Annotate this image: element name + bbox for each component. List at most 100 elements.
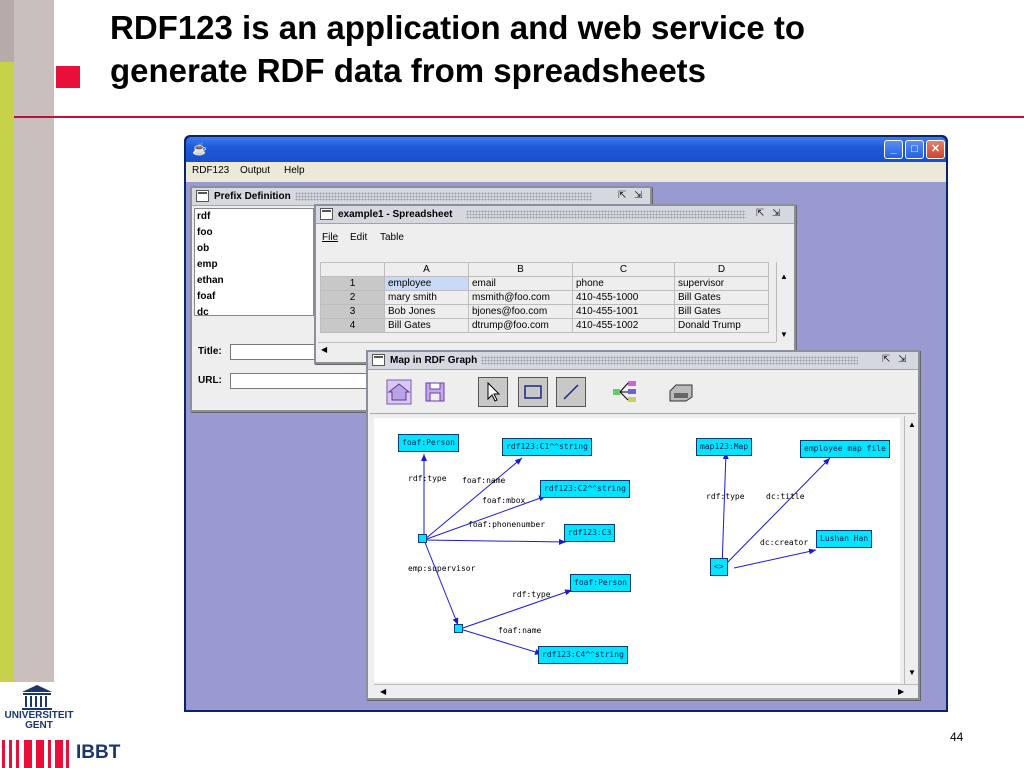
table-row: 4 Bill Gates dtrump@foo.com 410-455-1002…	[320, 318, 769, 333]
maximize-icon[interactable]: ⇲	[772, 208, 781, 219]
table-cell[interactable]: mary smith	[384, 290, 469, 305]
frame-icon	[320, 208, 333, 220]
graph-node[interactable]: rdf123:C4^^string	[538, 646, 628, 664]
graph-node[interactable]: Lushan Han	[816, 530, 873, 548]
list-item[interactable]: dc	[197, 307, 209, 318]
scroll-up-icon[interactable]: ▲	[780, 272, 788, 281]
maximize-icon[interactable]: ⇲	[898, 354, 907, 365]
graph-edge	[721, 451, 729, 569]
list-item[interactable]: foaf	[197, 291, 216, 302]
table-cell[interactable]: dtrump@foo.com	[468, 318, 573, 333]
table-cell[interactable]: 410-455-1001	[572, 304, 675, 319]
menu-output[interactable]: Output	[240, 165, 271, 176]
menu-file[interactable]: File	[322, 232, 339, 243]
scroll-left-icon[interactable]: ◀	[380, 687, 387, 696]
row-number[interactable]: 1	[320, 276, 385, 291]
slide-title-line2: generate RDF data from spreadsheets	[110, 52, 707, 89]
rectangle-tool-icon[interactable]	[518, 377, 548, 407]
frame-title: Prefix Definition	[214, 191, 295, 202]
frame-titlebar[interactable]: example1 - Spreadsheet ⇱ ⇲	[316, 206, 794, 224]
maximize-icon[interactable]: ⇲	[634, 190, 643, 201]
graph-edge	[423, 495, 547, 541]
graph-node[interactable]: employee map file	[800, 440, 890, 458]
graph-node[interactable]: rdf123:C1^^string	[502, 438, 592, 456]
row-number[interactable]: 3	[320, 304, 385, 319]
save-icon[interactable]	[420, 377, 450, 407]
window-titlebar[interactable]: ☕ _ □ ✕	[186, 137, 946, 162]
line-tool-icon[interactable]	[556, 377, 586, 407]
minimize-button[interactable]: _	[884, 140, 903, 159]
graph-node[interactable]: <>	[710, 558, 728, 576]
list-item[interactable]: ob	[197, 243, 210, 254]
title-divider	[14, 116, 1024, 118]
table-cell[interactable]: employee	[384, 276, 469, 291]
java-icon: ☕	[192, 142, 207, 156]
spreadsheet-frame: example1 - Spreadsheet ⇱ ⇲ File Edit Tab…	[314, 204, 796, 364]
table-cell[interactable]: email	[468, 276, 573, 291]
prefix-list: rdf foo ob emp ethan foaf dc	[194, 208, 314, 318]
graph-edge	[459, 589, 573, 630]
vertical-scrollbar[interactable]: ▲ ▼	[776, 262, 790, 342]
table-cell[interactable]: Bill Gates	[674, 304, 769, 319]
decor-strip-green	[0, 62, 14, 682]
graph-canvas[interactable]: foaf:Person rdf123:C1^^string rdf123:C2^…	[374, 418, 900, 682]
edge-label: dc:creator	[760, 538, 809, 547]
select-pointer-icon[interactable]	[478, 377, 508, 407]
print-icon[interactable]	[666, 377, 696, 407]
scroll-left-icon[interactable]: ◀	[321, 345, 328, 354]
table-cell[interactable]: supervisor	[674, 276, 769, 291]
menu-table[interactable]: Table	[380, 232, 404, 243]
table-cell[interactable]: bjones@foo.com	[468, 304, 573, 319]
horizontal-scrollbar[interactable]: ◀ ▶	[374, 684, 918, 698]
menu-edit[interactable]: Edit	[350, 232, 368, 243]
maximize-button[interactable]: □	[905, 140, 924, 159]
restore-icon[interactable]: ⇱	[618, 190, 627, 201]
layout-tree-icon[interactable]	[610, 377, 640, 407]
table-cell[interactable]: msmith@foo.com	[468, 290, 573, 305]
menu-rdf123[interactable]: RDF123	[192, 165, 230, 176]
table-cell[interactable]: Donald Trump	[674, 318, 769, 333]
column-header[interactable]: A	[384, 262, 469, 277]
graph-node[interactable]: rdf123:C2^^string	[540, 480, 630, 498]
column-header[interactable]: C	[572, 262, 675, 277]
restore-icon[interactable]: ⇱	[882, 354, 891, 365]
table-cell[interactable]: 410-455-1002	[572, 318, 675, 333]
close-button[interactable]: ✕	[926, 140, 945, 159]
table-cell[interactable]: Bob Jones	[384, 304, 469, 319]
restore-icon[interactable]: ⇱	[756, 208, 765, 219]
url-field[interactable]	[230, 373, 370, 389]
table-cell[interactable]: Bill Gates	[674, 290, 769, 305]
decor-strip	[0, 0, 14, 62]
table-cell[interactable]: 410-455-1000	[572, 290, 675, 305]
list-item[interactable]: ethan	[197, 275, 224, 286]
column-header[interactable]: D	[674, 262, 769, 277]
row-number[interactable]: 4	[320, 318, 385, 333]
graph-node[interactable]: rdf123:C3	[564, 524, 616, 542]
home-icon[interactable]	[384, 377, 414, 407]
ibbt-logo-text: IBBT	[76, 742, 121, 763]
row-number[interactable]: 2	[320, 290, 385, 305]
table-cell[interactable]: phone	[572, 276, 675, 291]
scroll-right-icon[interactable]: ▶	[898, 687, 905, 696]
edge-label: foaf:name	[462, 476, 506, 485]
table-cell[interactable]: Bill Gates	[384, 318, 469, 333]
list-item[interactable]: rdf	[197, 211, 211, 222]
graph-node[interactable]: map123:Map	[696, 438, 753, 456]
frame-titlebar[interactable]: Map in RDF Graph ⇱ ⇲	[368, 352, 918, 370]
list-item[interactable]: foo	[197, 227, 213, 238]
column-header[interactable]: B	[468, 262, 573, 277]
graph-node[interactable]: foaf:Person	[570, 574, 631, 592]
url-label: URL:	[198, 375, 222, 386]
scroll-down-icon[interactable]: ▼	[780, 330, 788, 339]
scroll-up-icon[interactable]: ▲	[908, 420, 916, 429]
graph-toolbar	[370, 372, 916, 414]
blank-node[interactable]	[418, 534, 427, 543]
menu-help[interactable]: Help	[284, 165, 305, 176]
blank-node[interactable]	[454, 624, 463, 633]
table-header-row: A B C D	[320, 262, 769, 277]
list-item[interactable]: emp	[197, 259, 218, 270]
scroll-down-icon[interactable]: ▼	[908, 668, 916, 677]
vertical-scrollbar[interactable]: ▲ ▼	[904, 416, 918, 684]
table-row: 2 mary smith msmith@foo.com 410-455-1000…	[320, 290, 769, 305]
graph-node[interactable]: foaf:Person	[398, 434, 459, 452]
